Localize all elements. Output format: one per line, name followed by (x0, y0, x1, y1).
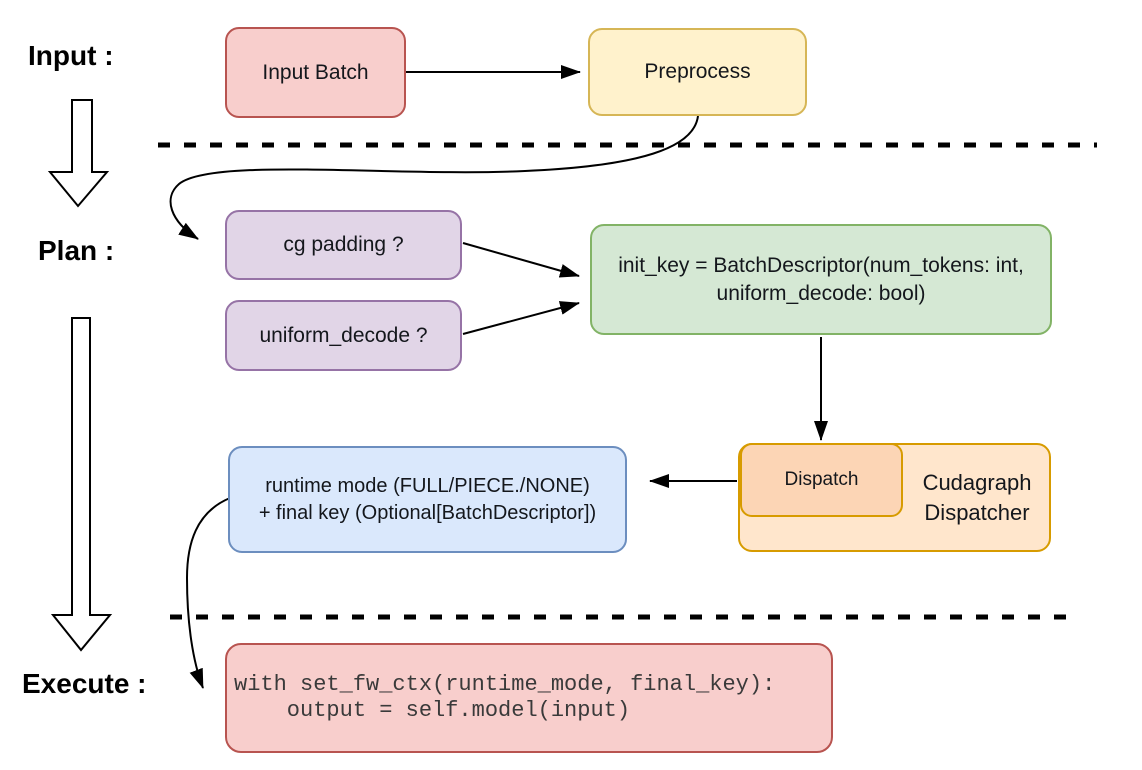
node-init-key-line2: uniform_decode: bool) (716, 281, 926, 305)
connector-runtimemode-executecode (185, 497, 231, 689)
connector-uniformdecode-initkey (462, 301, 580, 335)
node-cg-padding-label: cg padding ? (283, 233, 404, 256)
stage-label-plan: Plan : (38, 235, 115, 266)
node-runtime-mode: runtime mode (FULL/PIECE./NONE) + final … (228, 446, 627, 553)
node-init-key-line1: init_key = BatchDescriptor(num_tokens: i… (618, 253, 1024, 277)
node-preprocess-label: Preprocess (644, 60, 751, 83)
connector-cgpadding-initkey (462, 242, 580, 278)
node-dispatch-label: Dispatch (784, 469, 859, 490)
node-cudagraph-dispatcher-label: Cudagraph Dispatcher (903, 443, 1051, 552)
block-arrow-plan-to-execute-icon (50, 317, 113, 652)
stage-label-input: Input : (28, 40, 114, 71)
node-input-batch-label: Input Batch (262, 60, 369, 84)
node-execute-code: with set_fw_ctx(runtime_mode, final_key)… (225, 643, 833, 753)
node-runtime-mode-line1: runtime mode (FULL/PIECE./NONE) (265, 474, 590, 497)
execute-code-line1: with set_fw_ctx(runtime_mode, final_key)… (234, 672, 776, 697)
node-input-batch: Input Batch (225, 27, 406, 118)
cudagraph-label-line1: Cudagraph (922, 469, 1032, 495)
connector-preprocess-cgpadding (169, 115, 699, 240)
cudagraph-label-line2: Dispatcher (924, 499, 1030, 525)
node-runtime-mode-line2: + final key (Optional[BatchDescriptor]) (258, 501, 597, 524)
node-preprocess: Preprocess (588, 28, 807, 116)
stage-label-execute: Execute : (22, 668, 147, 699)
block-arrow-input-to-plan-icon (47, 99, 110, 208)
node-dispatch: Dispatch (740, 443, 903, 517)
execute-code-line2: output = self.model(input) (234, 698, 631, 723)
node-cg-padding: cg padding ? (225, 210, 462, 280)
node-uniform-decode-label: uniform_decode ? (259, 323, 428, 347)
node-init-key: init_key = BatchDescriptor(num_tokens: i… (590, 224, 1052, 335)
node-uniform-decode: uniform_decode ? (225, 300, 462, 371)
